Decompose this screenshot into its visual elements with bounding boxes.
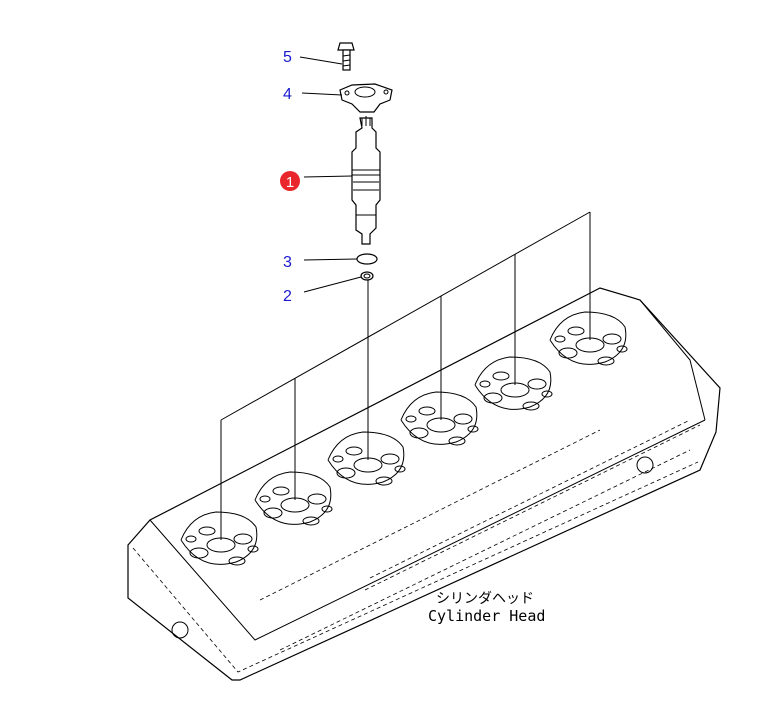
clamp-part[interactable] [339, 83, 393, 113]
callout-1[interactable]: 1 [286, 174, 294, 191]
cylinder-6 [549, 311, 628, 366]
callout-2[interactable]: 2 [283, 288, 292, 305]
injector-part[interactable] [351, 116, 381, 245]
cylinder-1 [180, 511, 259, 566]
o-ring-part[interactable] [356, 253, 378, 265]
cylinder-head-drawing [127, 287, 721, 681]
leader-lines [220, 211, 591, 540]
bolt-part[interactable] [337, 42, 355, 71]
cylinder-5 [474, 356, 553, 411]
callout-4[interactable]: 4 [283, 86, 292, 103]
washer-part[interactable] [360, 271, 374, 281]
callout-3[interactable]: 3 [283, 254, 292, 271]
callout-5[interactable]: 5 [283, 49, 292, 66]
highlight-badge [280, 171, 300, 191]
callout-1-badge[interactable]: 1 [280, 171, 300, 191]
cylinder-4 [400, 391, 479, 446]
caption-english: Cylinder Head [428, 607, 545, 625]
caption-japanese: シリンダヘッド [436, 591, 534, 607]
